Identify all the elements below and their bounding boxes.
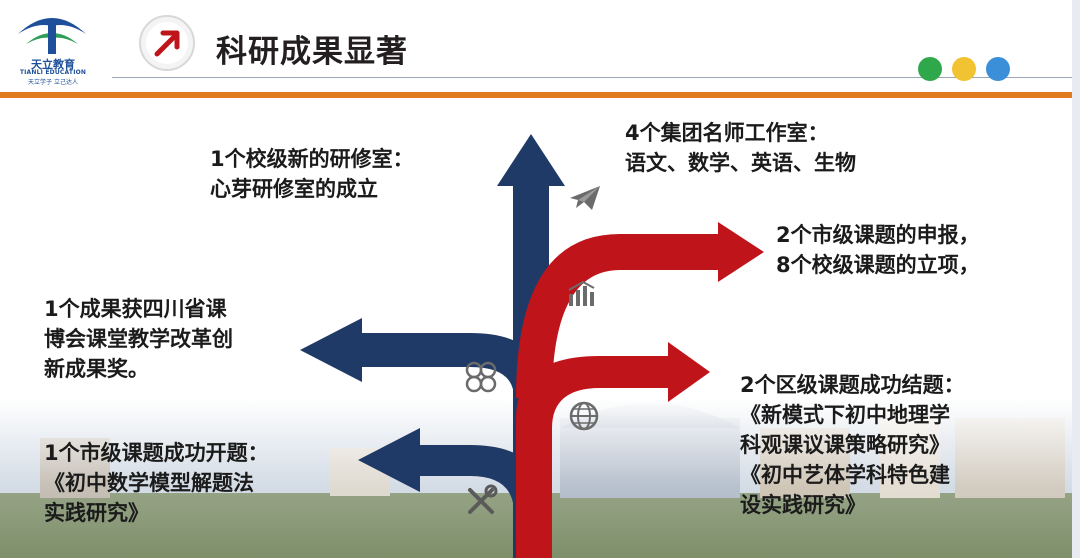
caption-line: 1个市级课题成功开题： — [44, 441, 269, 465]
caption-top-left: 1个校级新的研修室： 心芽研修室的成立 — [210, 144, 414, 204]
yellow-dot — [952, 57, 976, 81]
tools-icon — [468, 484, 498, 514]
caption-line: 实践研究》 — [44, 501, 149, 525]
content-stage: 1个校级新的研修室： 心芽研修室的成立 4个集团名师工作室： 语文、数学、英语、… — [0, 98, 1080, 558]
arrow-right-upper — [516, 222, 764, 398]
caption-line: 2个区级课题成功结题： — [740, 373, 965, 397]
caption-line: 新成果奖。 — [44, 357, 149, 381]
paper-plane-icon — [570, 186, 600, 210]
caption-line: 1个成果获四川省课 — [44, 297, 227, 321]
caption-top-right: 4个集团名师工作室： 语文、数学、英语、生物 — [625, 118, 856, 178]
title-underline — [112, 77, 1080, 78]
arrow-left-lower — [358, 428, 548, 558]
caption-mid-left: 1个成果获四川省课 博会课堂教学改革创 新成果奖。 — [44, 294, 233, 384]
caption-line: 《初中数学模型解题法 — [44, 471, 254, 495]
decorative-dots — [918, 57, 1010, 81]
caption-mid-right: 2个市级课题的申报， 8个校级课题的立项， — [776, 220, 980, 280]
caption-line: 4个集团名师工作室： — [625, 121, 829, 145]
green-dot — [918, 57, 942, 81]
caption-line: 1个校级新的研修室： — [210, 147, 414, 171]
caption-line: 2个市级课题的申报， — [776, 223, 980, 247]
clover-icon — [465, 361, 497, 393]
arrow-badge-icon — [139, 15, 195, 71]
caption-line: 《新模式下初中地理学 — [740, 403, 950, 427]
logo-motto: 天立学子 立己达人 — [28, 79, 78, 86]
caption-line: 设实践研究》 — [740, 493, 866, 517]
globe-icon — [569, 401, 599, 431]
arrows-graphic — [0, 134, 1072, 558]
caption-line: 8个校级课题的立项， — [776, 253, 980, 277]
caption-line: 科观课议课策略研究》 — [740, 433, 950, 457]
caption-line: 《初中艺体学科特色建 — [740, 463, 950, 487]
orange-divider — [0, 92, 1080, 98]
caption-line: 博会课堂教学改革创 — [44, 327, 233, 351]
arrow-left-upper — [300, 318, 548, 398]
caption-bottom-left: 1个市级课题成功开题： 《初中数学模型解题法 实践研究》 — [44, 438, 269, 528]
logo-name: 天立教育 — [31, 58, 75, 71]
right-edge-strip — [1072, 0, 1080, 558]
caption-lower-right: 2个区级课题成功结题： 《新模式下初中地理学 科观课议课策略研究》 《初中艺体学… — [740, 370, 965, 520]
caption-line: 心芽研修室的成立 — [210, 177, 378, 201]
logo-icon — [18, 18, 86, 54]
header: 天立教育 TIANLI EDUCATION 天立学子 立己达人 科研成果显著 — [0, 0, 1080, 98]
caption-line: 语文、数学、英语、生物 — [625, 151, 856, 175]
logo-english: TIANLI EDUCATION — [19, 69, 87, 76]
blue-dot — [986, 57, 1010, 81]
page-title: 科研成果显著 — [216, 34, 408, 70]
arrow-right-lower — [516, 342, 710, 558]
bar-chart-icon — [568, 280, 595, 306]
